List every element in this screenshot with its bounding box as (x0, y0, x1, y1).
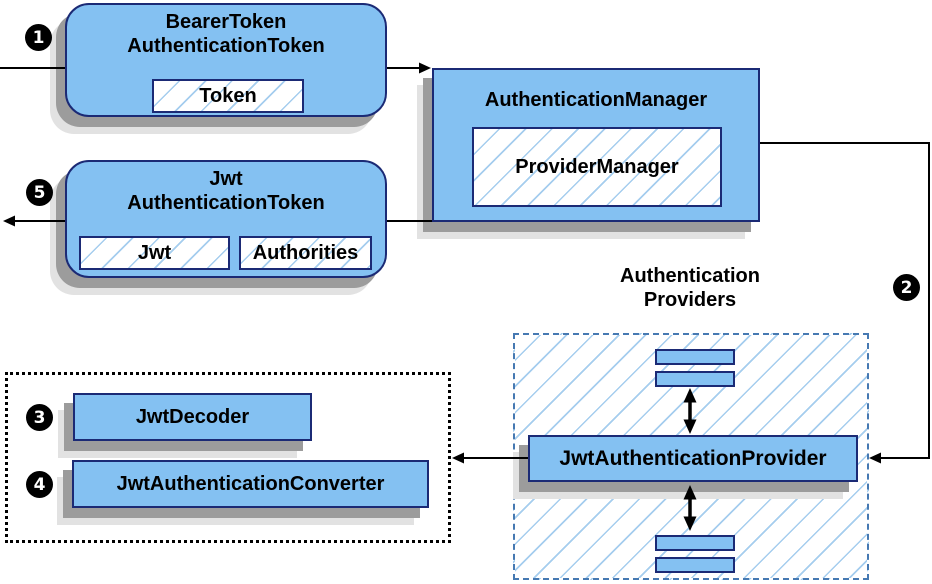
step-badge-1: 1 (25, 24, 52, 51)
arrowhead-success-out (3, 215, 15, 227)
authentication-manager-title: AuthenticationManager (484, 89, 708, 111)
provider-slot-bar (655, 557, 735, 573)
jwt-field: Jwt (79, 236, 230, 270)
bearer-token-title-line2: AuthenticationToken (127, 35, 325, 57)
bearer-token-authentication-token-box: BearerToken AuthenticationToken Token (65, 3, 387, 117)
token-field: Token (152, 79, 304, 113)
jwt-token-title: Jwt AuthenticationToken (67, 162, 385, 215)
authentication-providers-label: Authentication Providers (585, 264, 795, 312)
authorities-field: Authorities (239, 236, 372, 270)
authentication-providers-label-line1: Authentication (620, 265, 760, 287)
arrowhead-to-decoder-converter (452, 452, 464, 464)
jwt-decoder-box: JwtDecoder (73, 393, 312, 441)
arrowhead-to-jwt-authentication-provider (869, 452, 881, 464)
decoder-converter-group (5, 372, 451, 543)
step-badge-2: 2 (893, 274, 920, 301)
jwt-authentication-token-box: Jwt AuthenticationToken Jwt Authorities (65, 160, 387, 278)
step-badge-4: 4 (26, 471, 53, 498)
authentication-providers-label-line2: Providers (643, 289, 737, 311)
jwt-token-title-line1: Jwt (209, 168, 243, 190)
provider-slot-bar (655, 371, 735, 387)
jwt-token-title-line2: AuthenticationToken (127, 192, 325, 214)
jwt-authentication-converter-box: JwtAuthenticationConverter (72, 460, 429, 508)
provider-manager-field: ProviderManager (472, 127, 722, 207)
step-badge-3: 3 (26, 404, 53, 431)
provider-slot-bar (655, 535, 735, 551)
jwt-authentication-provider-box: JwtAuthenticationProvider (528, 435, 858, 482)
step-badge-5: 5 (26, 179, 53, 206)
bearer-token-title: BearerToken AuthenticationToken (67, 5, 385, 58)
authentication-manager-box: AuthenticationManager ProviderManager (432, 68, 760, 222)
arrowhead-to-authentication-manager (419, 62, 431, 74)
bearer-token-title-line1: BearerToken (165, 11, 287, 33)
provider-slot-bar (655, 349, 735, 365)
